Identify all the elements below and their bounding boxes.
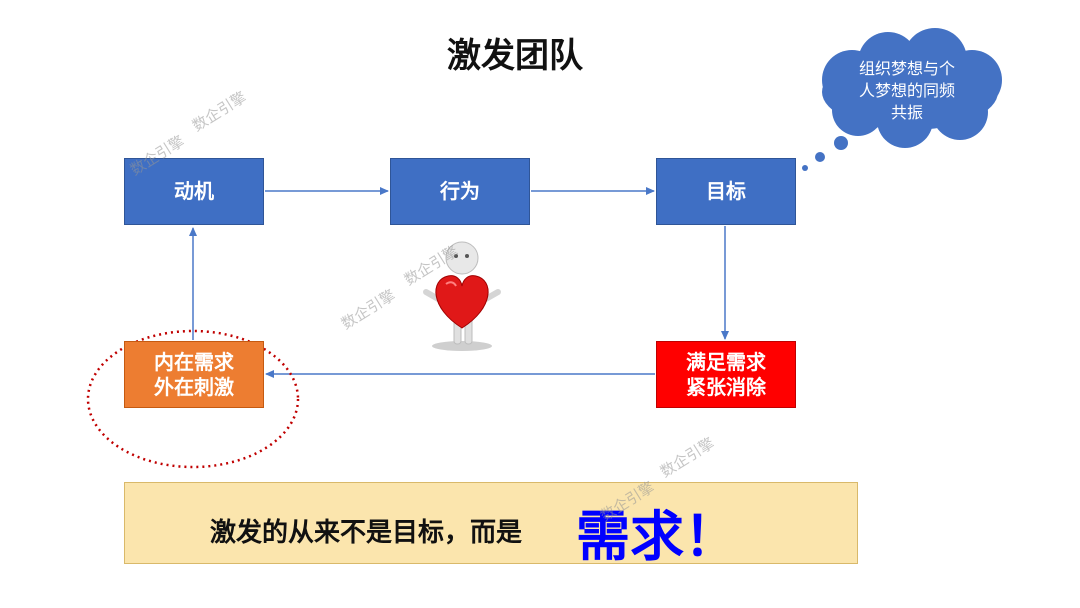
highlight-ring (86, 329, 300, 469)
node-behavior-label: 行为 (440, 179, 480, 203)
conclusion-banner (124, 482, 858, 564)
thought-cloud-shape (802, 28, 1002, 171)
node-needs-line2: 外在刺激 (154, 374, 234, 399)
banner-text: 激发的从来不是目标，而是 (210, 518, 523, 548)
node-motive: 动机 (124, 158, 264, 225)
thought-cloud-line1: 组织梦想与个 (858, 59, 955, 78)
node-needs: 内在需求 外在刺激 (124, 341, 264, 408)
banner-emphasis: 需求！ (576, 505, 738, 568)
page-title: 激发团队 (447, 36, 583, 76)
thought-cloud-line3: 共振 (890, 103, 923, 122)
node-behavior: 行为 (390, 158, 530, 225)
node-needs-line1: 内在需求 (154, 349, 234, 374)
thought-cloud-line2: 人梦想的同频 (858, 81, 955, 100)
node-goal: 目标 (656, 158, 796, 225)
node-motive-label: 动机 (174, 179, 214, 203)
node-satisfy-line2: 紧张消除 (686, 374, 766, 399)
thought-cloud-text: 组织梦想与个 人梦想的同频 共振 (832, 58, 982, 124)
node-goal-label: 目标 (706, 179, 746, 203)
node-satisfy: 满足需求 紧张消除 (656, 341, 796, 408)
person-holding-heart-icon (423, 240, 501, 351)
node-satisfy-line1: 满足需求 (686, 349, 766, 374)
